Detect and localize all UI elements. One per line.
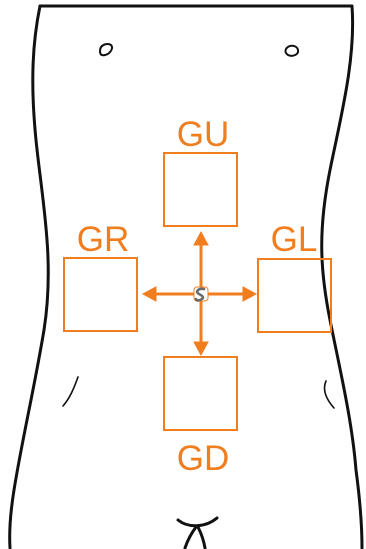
label-gu: GU — [177, 115, 230, 154]
groin-curve — [176, 516, 219, 528]
hip-left-curve — [62, 376, 79, 407]
arrow-down-head — [193, 341, 209, 357]
label-gr: GR — [77, 220, 130, 259]
arrow-right-head — [242, 286, 258, 302]
torso-left-outline — [8, 4, 50, 549]
torso-right-outline — [320, 4, 364, 549]
label-gd: GD — [177, 439, 230, 478]
nipple-left-icon — [98, 43, 114, 57]
groin-right-line — [196, 525, 207, 549]
groin-left-line — [183, 525, 198, 549]
arrow-up-head — [193, 230, 209, 246]
box-left-side — [257, 258, 332, 333]
label-gl: GL — [271, 220, 318, 259]
box-down — [163, 356, 238, 431]
arrow-left-head — [141, 286, 157, 302]
navel-icon — [194, 287, 206, 302]
nipple-right-icon — [284, 44, 300, 57]
box-right-side — [63, 257, 138, 332]
hip-right-curve — [323, 380, 335, 409]
box-up — [163, 152, 238, 227]
